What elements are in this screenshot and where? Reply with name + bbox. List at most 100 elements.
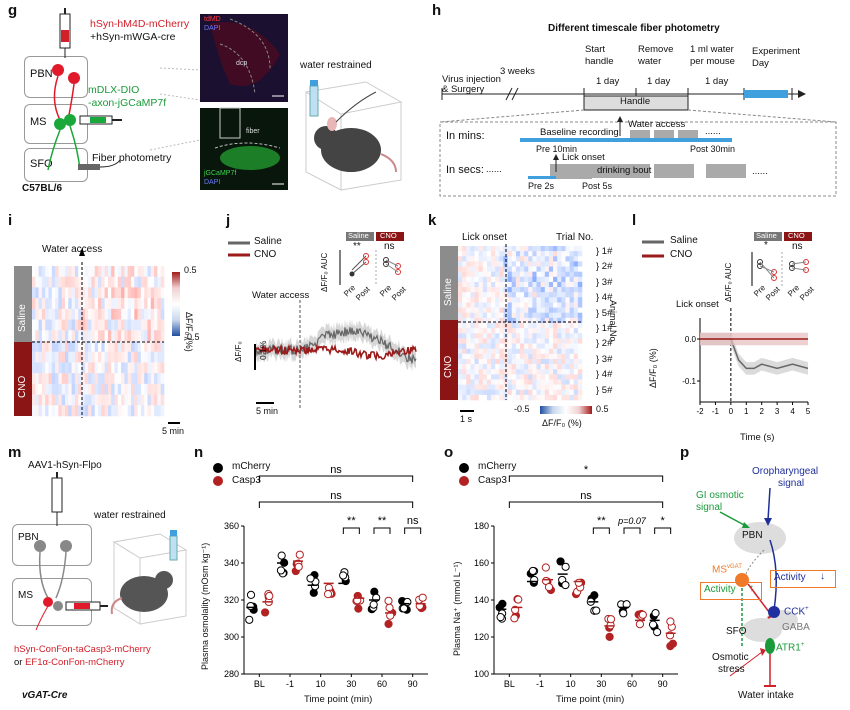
heat-cell	[499, 333, 504, 339]
heat-cell	[462, 348, 467, 355]
heat-cell	[101, 394, 105, 406]
heat-cell	[548, 384, 554, 391]
heat-cell	[466, 251, 471, 257]
k-trial-no: Trial No.	[556, 232, 594, 243]
heat-cell	[84, 341, 89, 353]
heat-cell	[74, 373, 79, 385]
heat-cell	[507, 287, 513, 293]
i-cno-bar	[14, 342, 32, 416]
heat-cell	[470, 338, 475, 344]
heat-cell	[101, 298, 105, 310]
heat-cell	[536, 256, 541, 262]
j-inset-cno: CNO	[380, 231, 397, 240]
heat-cell	[474, 251, 479, 257]
heat-cell	[482, 389, 488, 396]
heat-cell	[462, 266, 467, 272]
heat-cell	[486, 394, 492, 401]
heat-cell	[528, 261, 533, 267]
heat-cell	[520, 312, 525, 319]
panel-letter-g: g	[8, 2, 18, 19]
heat-cell	[74, 308, 79, 320]
saline-sem-band	[256, 319, 416, 372]
heat-cell	[553, 281, 558, 288]
heat-cell	[68, 383, 72, 395]
heat-cell	[124, 276, 128, 288]
heat-cell	[548, 281, 554, 288]
heat-cell	[478, 271, 484, 278]
heat-cell	[569, 281, 575, 288]
heat-cell	[45, 266, 49, 278]
x-tick-label: 2	[759, 407, 764, 416]
heat-cell	[131, 330, 135, 342]
heat-cell	[466, 364, 471, 370]
heat-cell	[71, 298, 76, 310]
heat-cell	[482, 374, 488, 380]
heat-cell	[150, 276, 155, 288]
heat-cell	[154, 341, 158, 353]
heat-cell	[140, 373, 145, 385]
data-point	[384, 619, 393, 629]
heat-cell	[104, 287, 109, 299]
heat-cell	[482, 261, 488, 267]
p-osm1: Osmotic	[712, 652, 749, 663]
heat-cell	[532, 256, 537, 262]
heat-cell	[35, 341, 39, 353]
heat-cell	[561, 297, 566, 303]
heat-cell	[160, 362, 165, 374]
animal-label: } 5#	[596, 384, 613, 396]
heat-cell	[482, 302, 488, 308]
heat-cell	[478, 276, 484, 283]
heat-cell	[144, 405, 148, 417]
heat-cell	[121, 373, 125, 385]
heat-cell	[458, 328, 463, 334]
heat-cell	[495, 246, 500, 252]
heat-cell	[503, 374, 508, 380]
heat-cell	[573, 256, 579, 262]
heat-cell	[565, 338, 570, 344]
heat-cell	[491, 343, 496, 349]
heat-cell	[466, 246, 471, 252]
heat-cell	[55, 341, 59, 353]
heat-cell	[495, 266, 500, 272]
heat-cell	[41, 373, 46, 385]
heat-cell	[548, 312, 554, 319]
heat-cell	[499, 317, 504, 324]
heat-cell	[71, 394, 76, 406]
heat-cell	[91, 308, 95, 320]
heat-cell	[140, 362, 145, 374]
heat-cell	[528, 374, 533, 380]
heat-cell	[544, 297, 550, 303]
heat-cell	[71, 373, 76, 385]
heat-cell	[137, 394, 142, 406]
heat-cell	[569, 276, 575, 283]
heat-cell	[71, 308, 76, 320]
heat-cell	[553, 353, 558, 360]
heat-cell	[45, 308, 49, 320]
heat-cell	[478, 358, 484, 365]
l-inset-sig2: ns	[792, 241, 803, 252]
heat-cell	[140, 341, 145, 353]
heat-cell	[32, 341, 36, 353]
heat-cell	[573, 389, 579, 396]
heat-cell	[462, 343, 467, 349]
heat-cell	[544, 271, 550, 278]
heat-cell	[553, 307, 558, 314]
sig-top: *	[584, 464, 589, 476]
heat-cell	[515, 338, 521, 344]
heat-cell	[462, 374, 467, 380]
heat-cell	[91, 383, 95, 395]
heat-cell	[61, 362, 66, 374]
heat-cell	[532, 353, 537, 360]
heat-cell	[470, 261, 475, 267]
m-mouse-cage	[110, 530, 188, 625]
heat-cell	[536, 307, 541, 314]
heat-cell	[482, 307, 488, 314]
h-title: Different timescale fiber photometry	[548, 23, 720, 34]
heat-cell	[565, 292, 570, 298]
heat-cell	[41, 308, 46, 320]
heat-cell	[124, 308, 128, 320]
heat-cell	[515, 246, 521, 252]
heat-cell	[114, 383, 119, 395]
heat-cell	[573, 287, 579, 293]
heat-cell	[511, 292, 517, 298]
